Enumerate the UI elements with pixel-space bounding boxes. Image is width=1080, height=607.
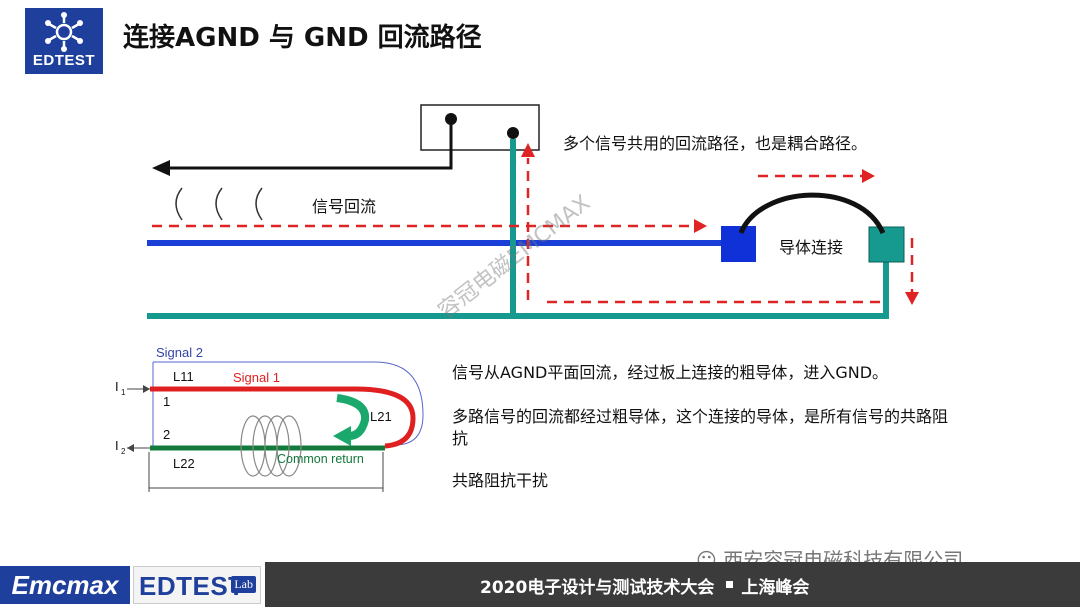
left-arrow-icon — [152, 160, 170, 176]
signal2-outline — [153, 361, 424, 446]
signal-return-label: 信号回流 — [312, 197, 377, 216]
signal1-conductor — [150, 386, 416, 449]
dashed-arrow-down-icon — [905, 292, 919, 305]
edtest-logo: EDTEST — [25, 8, 103, 74]
agnd-connection-box — [721, 226, 756, 262]
signal2-label: Signal 2 — [156, 345, 203, 360]
loop-arrow-head-icon — [333, 426, 351, 446]
lab-badge: Lab — [231, 576, 256, 593]
i1-arrow-head-icon — [143, 385, 150, 393]
note-agnd-return: 信号从AGND平面回流，经过板上连接的粗导体，进入GND。 — [452, 363, 889, 382]
line1-number: 1 — [163, 394, 170, 409]
logo-text: EDTEST — [32, 52, 96, 69]
radiation-arc-1 — [175, 187, 183, 221]
gnd-connection-box — [868, 226, 905, 263]
l11-label: L11 — [173, 369, 194, 384]
i1-label: I — [115, 379, 119, 394]
i1-subscript: 1 — [121, 388, 126, 397]
i2-label: I — [115, 438, 119, 453]
source-box — [420, 104, 540, 151]
common-return-label: Common return — [277, 452, 364, 466]
conference-title: 2020电子设计与测试技术大会 上海峰会 — [480, 573, 809, 598]
emcmax-logo: Emcmax — [0, 566, 130, 604]
footer-bar — [265, 562, 1080, 607]
page-title: 连接AGND 与 GND 回流路径 — [123, 23, 482, 53]
shared-path-note: 多个信号共用的回流路径，也是耦合路径。 — [563, 134, 868, 153]
l21-label: L21 — [370, 409, 392, 424]
bullet-square-icon — [726, 580, 734, 588]
radiation-arc-2 — [215, 187, 223, 221]
coupling-coil — [240, 415, 302, 477]
signal1-label: Signal 1 — [233, 370, 280, 385]
transmission-line-diagram: Signal 2 Signal 1 L11 L21 L22 1 2 I 1 I … — [115, 345, 424, 492]
line2-number: 2 — [163, 427, 170, 442]
thick-conductor — [738, 192, 886, 235]
dashed-arrow-up-icon — [521, 143, 535, 157]
dashed-arrow-right-icon — [694, 219, 707, 233]
edtest-lab-text: EDTEST — [139, 571, 245, 601]
source-output-line — [165, 119, 453, 170]
edtest-lab-logo: EDTEST Lab — [133, 566, 261, 604]
conductor-label: 导体连接 — [779, 238, 844, 257]
i2-subscript: 2 — [121, 447, 126, 456]
note-common-impedance: 多路信号的回流都经过粗导体，这个连接的导体，是所有信号的共路阻抗 — [452, 407, 949, 448]
top-circuit-diagram — [147, 104, 919, 319]
summit-name: 上海峰会 — [741, 578, 810, 598]
loop-arrow — [336, 394, 370, 440]
note-interference: 共路阻抗干扰 — [452, 471, 549, 490]
l22-label: L22 — [173, 456, 195, 471]
conference-name: 2020电子设计与测试技术大会 — [480, 578, 715, 598]
source-terminal-right — [507, 127, 519, 139]
i2-arrow-head-icon — [127, 444, 134, 452]
logo-emblem-icon — [45, 12, 83, 52]
radiation-arc-3 — [255, 187, 263, 221]
dashed-arrow-right-icon — [862, 169, 875, 183]
